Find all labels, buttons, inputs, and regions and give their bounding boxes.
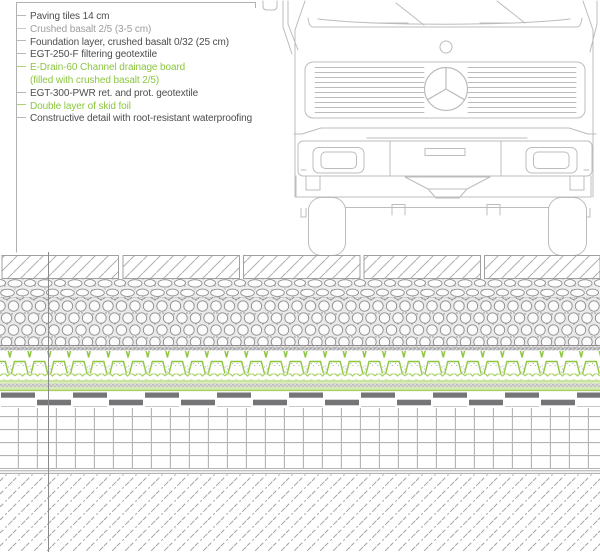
- wiper-icon: [395, 0, 526, 26]
- right-headlight-icon: [525, 147, 578, 174]
- legend-item: Foundation layer, crushed basalt 0/32 (2…: [17, 37, 317, 50]
- legend-tick: [17, 91, 26, 93]
- legend-item: E-Drain-60 Channel drainage board: [17, 62, 317, 75]
- legend-tick: [17, 14, 26, 16]
- legend-item-label: Constructive detail with root-resistant …: [30, 113, 253, 125]
- legend-item: (filled with crushed basalt 2/5): [17, 75, 317, 88]
- windshield: [317, 18, 571, 25]
- legend-item-label: EGT-250-F filtering geotextile: [30, 49, 158, 61]
- layer-drainage-board: [0, 351, 600, 374]
- tow-hitch: [404, 176, 491, 199]
- layer-concrete-slab: [0, 474, 600, 552]
- legend-item: EGT-300-PWR ret. and prot. geotextile: [17, 88, 317, 101]
- legend-tick: [17, 104, 26, 106]
- legend-tick: [17, 53, 26, 55]
- emblem-mount: [439, 40, 453, 54]
- layer-paving-tiles: [1, 255, 600, 279]
- legend-item-label: Crushed basalt 2/5 (3-5 cm): [30, 23, 152, 35]
- legend-tick: [17, 40, 26, 42]
- layer-filtering-geotextile: [0, 346, 600, 351]
- layer-waterproofing: [0, 392, 600, 407]
- legend-item: Constructive detail with root-resistant …: [17, 113, 317, 126]
- layer-crushed-basalt: [0, 279, 600, 297]
- legend-item-label: Foundation layer, crushed basalt 0/32 (2…: [30, 36, 229, 48]
- layer-drainage-scallop: [0, 373, 600, 380]
- bumper: [297, 140, 593, 177]
- mercedes-star-icon: [423, 66, 469, 112]
- license-plate: [424, 148, 466, 156]
- axle: [326, 207, 570, 213]
- legend-item-label: Paving tiles 14 cm: [30, 11, 110, 22]
- legend-tick: [17, 27, 26, 29]
- legend-item-label: Double layer of skid foil: [30, 100, 131, 112]
- legend-item-label: EGT-300-PWR ret. and prot. geotextile: [30, 87, 199, 99]
- legend-tick: [17, 117, 26, 119]
- grille: [304, 61, 586, 119]
- legend-item: EGT-250-F filtering geotextile: [17, 49, 317, 62]
- truck-front-view: [262, 0, 598, 256]
- legend-item-label: E-Drain-60 Channel drainage board: [30, 62, 186, 74]
- legend-item: Paving tiles 14 cm: [17, 11, 317, 24]
- legend-item: Double layer of skid foil: [17, 101, 317, 114]
- left-wheel: [308, 197, 346, 256]
- left-mirror-icon: [262, 0, 278, 11]
- layer-foundation: [0, 297, 600, 346]
- right-wheel: [548, 197, 587, 256]
- legend-item: Crushed basalt 2/5 (3-5 cm): [17, 24, 317, 37]
- left-headlight-icon: [312, 147, 365, 174]
- legend-item-label: (filled with crushed basalt 2/5): [30, 74, 160, 86]
- layer-skid-foil: [0, 380, 600, 392]
- cross-section: [0, 252, 600, 552]
- legend-frame: [16, 2, 256, 253]
- legend-tick: [17, 66, 26, 68]
- layer-protection-geotextile: [0, 383, 600, 387]
- layer-constructive-detail: [0, 408, 600, 469]
- grille-slats: [314, 67, 577, 113]
